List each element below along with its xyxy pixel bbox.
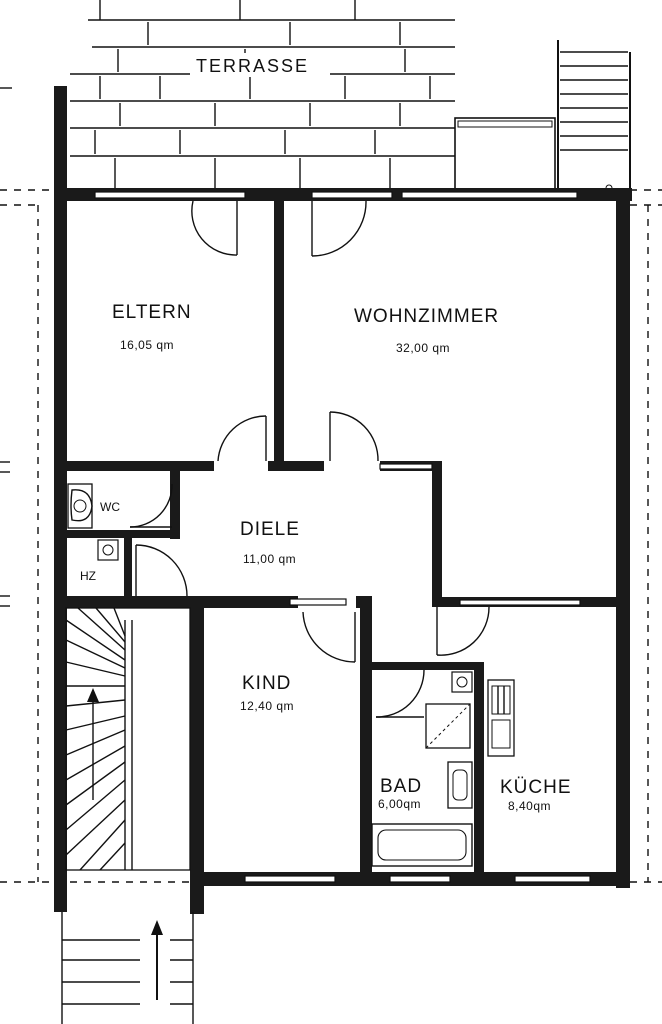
- room-name-kueche: KÜCHE: [500, 777, 572, 798]
- room-area-diele: 11,00 qm: [243, 552, 296, 566]
- terrace-paving: TERRASSE: [70, 0, 455, 190]
- terrace-stair: [454, 40, 631, 192]
- room-area-kind: 12,40 qm: [240, 699, 294, 713]
- doors: [129, 200, 490, 718]
- room-name-wc: WC: [100, 500, 120, 514]
- interior-walls: [54, 200, 618, 886]
- room-name-diele: DIELE: [240, 519, 300, 540]
- top-windows: [94, 191, 578, 199]
- room-area-wohnzimmer: 32,00 qm: [396, 341, 450, 355]
- room-name-bad: BAD: [380, 776, 422, 797]
- room-name-eltern: ELTERN: [112, 302, 192, 323]
- wc-fixtures: [67, 483, 119, 561]
- room-name-hz: HZ: [80, 569, 96, 583]
- room-name-wohnzimmer: WOHNZIMMER: [354, 306, 499, 327]
- dashed-boundary: [0, 87, 662, 883]
- kitchen-fixtures: [487, 679, 515, 757]
- room-name-kind: KIND: [242, 673, 291, 694]
- room-area-eltern: 16,05 qm: [120, 338, 174, 352]
- room-area-bad: 6,00qm: [378, 797, 421, 811]
- bathroom-fixtures: [371, 671, 473, 867]
- terrace-label: TERRASSE: [196, 56, 309, 76]
- room-labels: ELTERN 16,05 qm WOHNZIMMER 32,00 qm DIEL…: [80, 302, 572, 813]
- staircase: [65, 607, 191, 871]
- entrance-path: [61, 912, 194, 1024]
- room-area-kueche: 8,40qm: [508, 799, 551, 813]
- bottom-windows: [244, 875, 591, 883]
- interior-openings: [289, 463, 581, 606]
